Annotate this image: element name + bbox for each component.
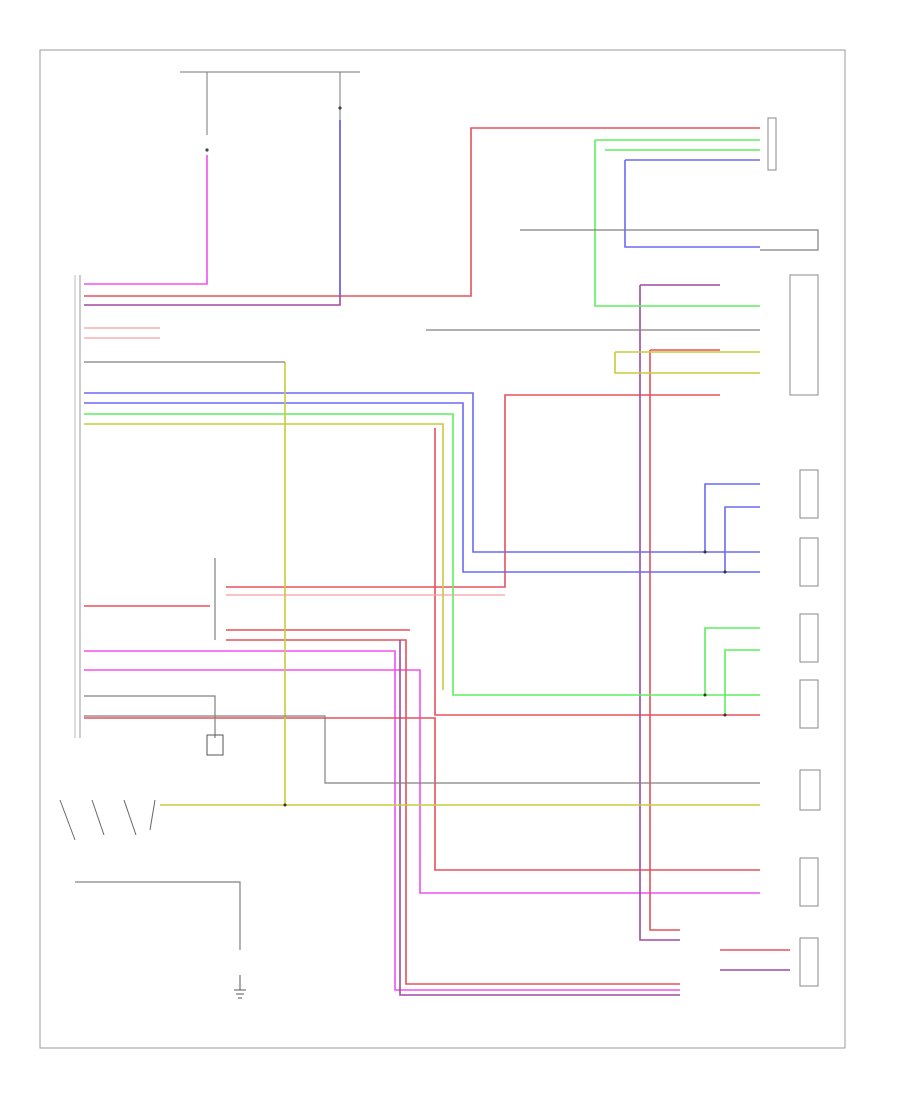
- wire-green: [84, 139, 760, 715]
- left-door-speaker: [799, 537, 819, 587]
- junction-dots: [283, 550, 727, 807]
- left-rear-speaker: [799, 937, 819, 987]
- left-connector: [74, 275, 81, 738]
- fuse-node-right: [338, 106, 342, 110]
- antenna-unit: [799, 769, 821, 811]
- wire-yellow-green: [84, 351, 760, 806]
- ground-icon: [206, 734, 246, 999]
- relay-box: [789, 274, 819, 396]
- wire-red-power: [84, 127, 790, 985]
- right-rear-speaker: [799, 857, 819, 907]
- wire-light-red: [84, 327, 505, 596]
- fuse-feed-group: [180, 71, 360, 152]
- wire-violet: [84, 120, 790, 996]
- right-components: [767, 117, 821, 987]
- fuse-node-left: [205, 148, 209, 152]
- switch-icon: [59, 799, 160, 883]
- wire-blue: [84, 120, 760, 573]
- left-front-speaker: [799, 469, 819, 519]
- wire-gray: [84, 229, 819, 950]
- wire-pink-ignition: [84, 155, 760, 991]
- diagram-frame: [39, 49, 846, 1049]
- right-door-speaker: [799, 679, 819, 729]
- audio-unit-connector: [767, 117, 777, 171]
- right-front-speaker: [799, 613, 819, 663]
